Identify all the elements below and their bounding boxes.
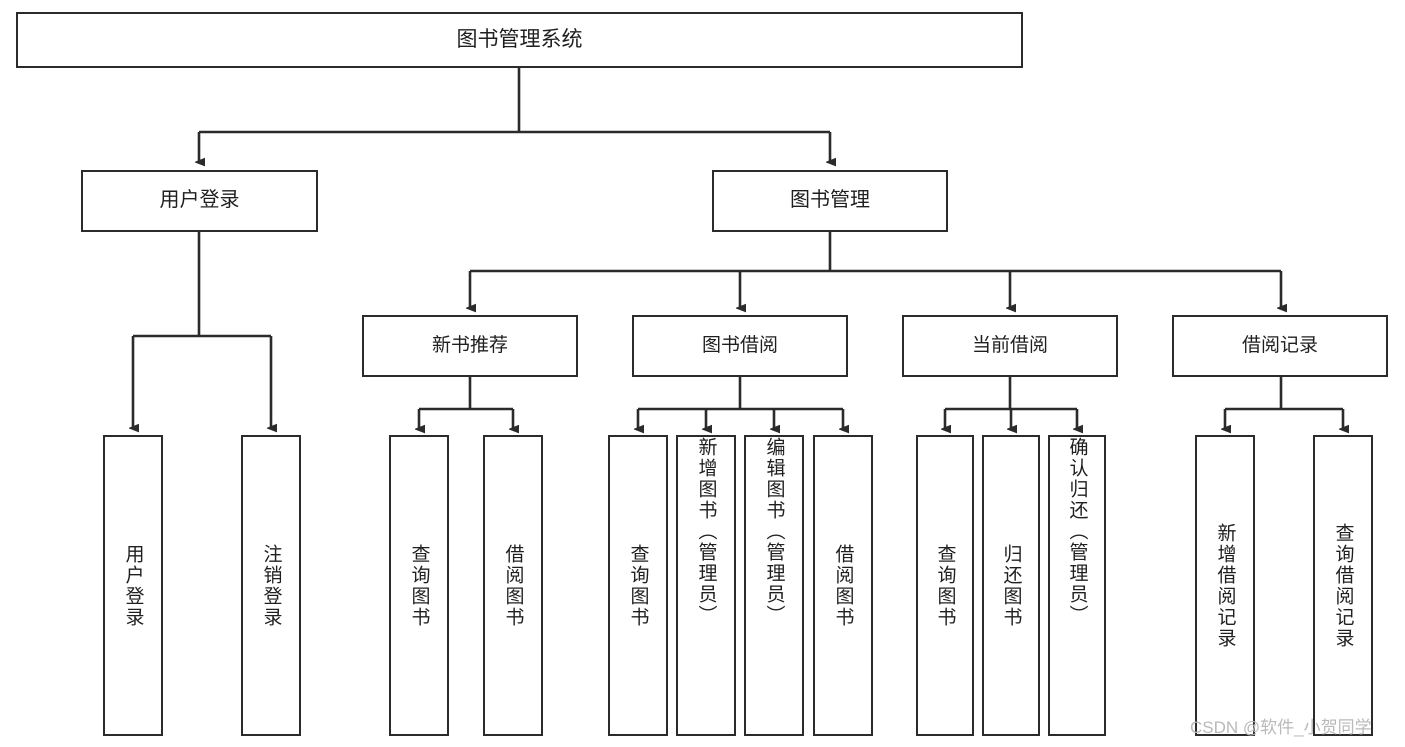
- leaf-label: 查询图书: [934, 543, 956, 628]
- leaf-label: 查询图书: [408, 543, 430, 628]
- leaf-label: 编辑图书（管理员）: [763, 437, 785, 626]
- node-label: 图书管理: [790, 189, 870, 212]
- node-current-borrow[interactable]: 当前借阅: [902, 315, 1118, 377]
- leaf-current-query-book[interactable]: 查询图书: [916, 435, 974, 736]
- leaf-label: 归还图书: [1000, 543, 1022, 628]
- leaf-label: 查询借阅记录: [1332, 522, 1354, 649]
- node-root-system[interactable]: 图书管理系统: [16, 12, 1023, 68]
- leaf-record-add-record[interactable]: 新增借阅记录: [1195, 435, 1255, 736]
- node-label: 图书借阅: [701, 334, 778, 356]
- leaf-borrow-edit-book-admin[interactable]: 编辑图书（管理员）: [744, 435, 804, 736]
- leaf-label: 确认归还（管理员）: [1066, 437, 1088, 626]
- leaf-user-login-login[interactable]: 用户登录: [103, 435, 163, 736]
- leaf-label: 借阅图书: [832, 543, 854, 628]
- leaf-new-book-query-book[interactable]: 查询图书: [389, 435, 449, 736]
- node-new-book-recommend[interactable]: 新书推荐: [362, 315, 578, 377]
- node-label: 当前借阅: [971, 334, 1048, 356]
- leaf-borrow-borrow-book[interactable]: 借阅图书: [813, 435, 873, 736]
- node-user-login[interactable]: 用户登录: [81, 170, 318, 232]
- leaf-label: 新增图书（管理员）: [695, 437, 717, 626]
- node-book-borrow[interactable]: 图书借阅: [632, 315, 848, 377]
- leaf-current-return-book[interactable]: 归还图书: [982, 435, 1040, 736]
- leaf-new-book-borrow-book[interactable]: 借阅图书: [483, 435, 543, 736]
- leaf-label: 借阅图书: [502, 543, 524, 628]
- node-label: 图书管理系统: [456, 27, 583, 51]
- leaf-label: 查询图书: [627, 543, 649, 628]
- leaf-borrow-query-book[interactable]: 查询图书: [608, 435, 668, 736]
- leaf-label: 注销登录: [260, 543, 282, 628]
- leaf-borrow-add-book-admin[interactable]: 新增图书（管理员）: [676, 435, 736, 736]
- node-label: 借阅记录: [1241, 334, 1318, 356]
- leaf-current-confirm-return-admin[interactable]: 确认归还（管理员）: [1048, 435, 1106, 736]
- watermark: CSDN @软件_小贺同学: [1190, 718, 1372, 737]
- node-book-management[interactable]: 图书管理: [712, 170, 948, 232]
- leaf-record-query-record[interactable]: 查询借阅记录: [1313, 435, 1373, 736]
- node-borrow-record[interactable]: 借阅记录: [1172, 315, 1388, 377]
- node-label: 新书推荐: [431, 334, 508, 356]
- node-label: 用户登录: [159, 189, 240, 212]
- leaf-user-login-logout[interactable]: 注销登录: [241, 435, 301, 736]
- leaf-label: 新增借阅记录: [1214, 522, 1236, 649]
- leaf-label: 用户登录: [122, 543, 144, 628]
